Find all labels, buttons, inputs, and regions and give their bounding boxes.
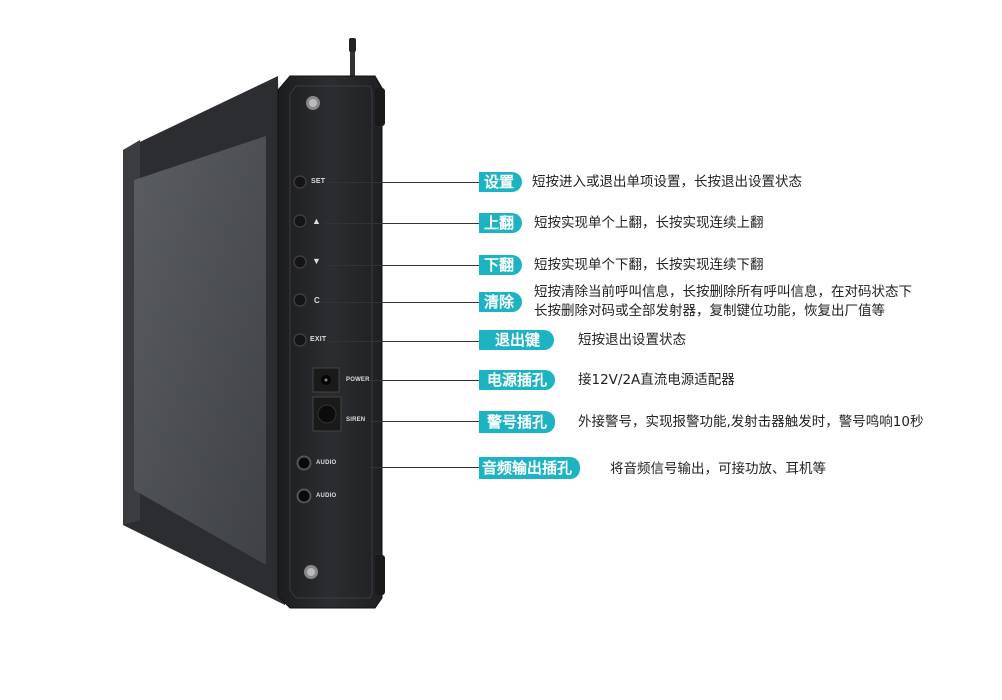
- exit-button[interactable]: [293, 333, 307, 347]
- callout-badge-audio: 音频输出插孔: [479, 457, 581, 479]
- callout-line: [328, 182, 480, 183]
- siren-jack: [312, 396, 342, 432]
- callout-line: [370, 380, 480, 381]
- callout-badge-down: 下翻: [479, 255, 523, 275]
- up-button[interactable]: [293, 214, 307, 228]
- screen: [134, 136, 266, 565]
- panel-label-exit: EXIT: [310, 336, 327, 343]
- device-illustration: [123, 38, 385, 609]
- callout-desc-clear-line1: 短按清除当前呼叫信息，长按删除所有呼叫信息，在对码状态下: [534, 284, 912, 300]
- clear-button[interactable]: [293, 293, 307, 307]
- audio-jack: [296, 455, 312, 471]
- callout-desc-siren: 外接警号，实现报警功能,发射击器触发时，警号鸣响10秒: [578, 414, 924, 430]
- callout-line: [328, 341, 480, 342]
- callout-badge-exit: 退出键: [479, 330, 555, 350]
- panel-label-audio: AUDIO: [316, 493, 337, 499]
- callout-desc-power: 接12V/2A直流电源适配器: [578, 372, 735, 388]
- audio-jack: [296, 488, 312, 504]
- screw-icon: [306, 96, 320, 110]
- callout-badge-clear: 清除: [479, 292, 523, 312]
- callout-badge-siren: 警号插孔: [479, 411, 556, 433]
- panel-label-power: POWER: [346, 377, 370, 383]
- panel-label-siren: SIREN: [346, 417, 366, 423]
- callout-badge-up: 上翻: [479, 213, 523, 233]
- callout-badge-set: 设置: [479, 172, 523, 192]
- set-button[interactable]: [293, 175, 307, 189]
- callout-line: [322, 302, 480, 303]
- side-panel: [277, 75, 383, 609]
- down-button[interactable]: [293, 255, 307, 269]
- callout-desc-up: 短按实现单个上翻，长按实现连续上翻: [534, 215, 764, 231]
- callout-desc-clear-line2: 长按删除对码或全部发射器，复制键位功能，恢复出厂值等: [534, 303, 885, 319]
- callout-line: [325, 223, 480, 224]
- callout-line: [325, 265, 480, 266]
- screw-icon: [304, 565, 318, 579]
- callout-desc-down: 短按实现单个下翻，长按实现连续下翻: [534, 257, 764, 273]
- antenna: [349, 38, 356, 80]
- callout-line: [370, 467, 480, 468]
- callout-desc-exit: 短按退出设置状态: [578, 332, 686, 348]
- power-jack: [312, 367, 340, 393]
- callout-desc-audio: 将音频信号输出，可接功放、耳机等: [610, 461, 826, 477]
- panel-label-down: ▼: [312, 256, 322, 266]
- panel-label-clear: C: [314, 296, 320, 305]
- callout-line: [370, 421, 480, 422]
- callout-badge-power: 电源插孔: [479, 370, 556, 390]
- panel-label-up: ▲: [312, 216, 322, 226]
- panel-label-audio: AUDIO: [316, 460, 337, 466]
- callout-desc-set: 短按进入或退出单项设置，长按退出设置状态: [532, 174, 802, 190]
- panel-label-set: SET: [311, 178, 326, 185]
